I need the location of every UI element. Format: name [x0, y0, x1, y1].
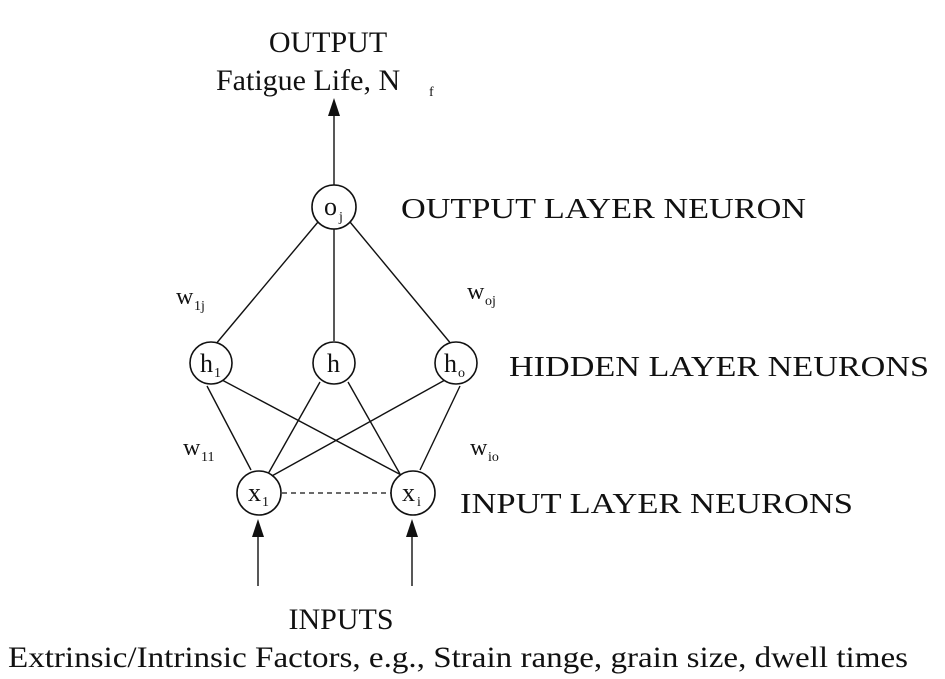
input-neuron-first: x 1	[236, 470, 282, 516]
output-label-text: Fatigue Life, N	[216, 64, 400, 97]
input-neuron-last-label: x	[402, 478, 415, 507]
weight-woj-label: w	[467, 279, 485, 305]
output-label-subscript: f	[429, 85, 434, 100]
output-hidden-connections	[214, 221, 453, 346]
hidden-neuron-first-label: h	[200, 349, 213, 378]
weight-wio: w io	[470, 435, 499, 465]
hidden-neuron-first: h 1	[189, 341, 233, 385]
input-neuron-last: x i	[390, 470, 436, 516]
weight-woj-subscript: oj	[485, 294, 496, 309]
output-heading: OUTPUT	[269, 26, 387, 59]
output-neuron: o j	[311, 184, 357, 230]
weight-w1j-label: w	[176, 284, 194, 310]
hidden-neuron-last-label: h	[444, 349, 457, 378]
hidden-input-connections	[206, 379, 461, 478]
weight-wio-subscript: io	[488, 450, 499, 465]
input-arrow-right	[406, 519, 418, 586]
output-arrow	[328, 98, 340, 185]
hidden-neuron-last-subscript: o	[458, 366, 465, 381]
output-layer-label: OUTPUT LAYER NEURON	[401, 193, 806, 225]
inputs-heading: INPUTS	[288, 603, 393, 636]
weight-w1j-subscript: 1j	[194, 299, 205, 314]
weight-w11-label: w	[183, 435, 201, 461]
weight-woj: w oj	[467, 279, 496, 309]
inputs-label: Extrinsic/Intrinsic Factors, e.g., Strai…	[8, 641, 908, 674]
output-neuron-subscript: j	[338, 210, 343, 225]
weight-w1j: w 1j	[176, 284, 205, 314]
output-neuron-label: o	[324, 192, 337, 221]
hidden-neuron-mid: h	[312, 341, 356, 385]
weight-wio-label: w	[470, 435, 488, 461]
input-neuron-first-label: x	[248, 478, 261, 507]
hidden-neuron-first-subscript: 1	[214, 366, 221, 381]
weight-w11: w 11	[183, 435, 214, 465]
output-label: Fatigue Life, N f	[216, 64, 434, 100]
hidden-neuron-mid-label: h	[327, 349, 340, 378]
hidden-neuron-last: h o	[434, 341, 478, 385]
input-neuron-first-subscript: 1	[262, 495, 269, 510]
input-layer-label: INPUT LAYER NEURONS	[460, 488, 853, 520]
hidden-layer-label: HIDDEN LAYER NEURONS	[509, 351, 929, 383]
input-neuron-last-subscript: i	[417, 495, 421, 510]
weight-w11-subscript: 11	[201, 450, 214, 465]
input-arrow-left	[252, 519, 264, 586]
